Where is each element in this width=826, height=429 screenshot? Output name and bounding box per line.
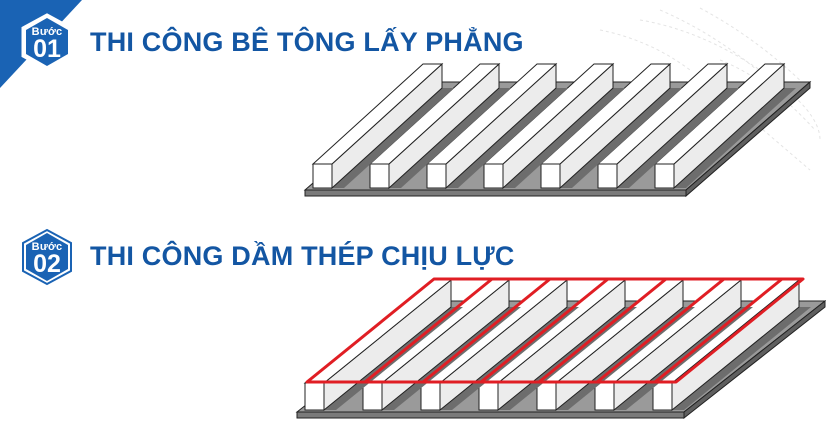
step2-badge-label: Bước xyxy=(31,241,63,253)
slab-side xyxy=(683,299,826,420)
hexagon-icon xyxy=(21,13,73,71)
steel-beam xyxy=(480,277,609,384)
beam-front xyxy=(654,163,675,189)
steel-beam xyxy=(596,277,725,384)
beam-front xyxy=(478,382,499,411)
beam-shadow xyxy=(672,307,811,410)
beam-front xyxy=(312,163,333,189)
steel-beam xyxy=(422,277,551,384)
step1-badge-number: 01 xyxy=(33,35,61,63)
beam-front xyxy=(420,382,441,411)
steel-beam xyxy=(364,277,493,384)
step2-badge-number: 02 xyxy=(33,250,61,278)
steel-frame-outline xyxy=(305,277,805,384)
step1-badge: Bước 01 xyxy=(20,13,74,71)
steel-beam xyxy=(538,277,667,384)
beam-shadow xyxy=(446,88,568,188)
beam-shadow xyxy=(674,88,796,188)
beam-front xyxy=(652,382,673,411)
step1-title: THI CÔNG BÊ TÔNG LẤY PHẲNG xyxy=(90,27,524,57)
beam-shadow xyxy=(503,88,625,188)
beam-shadow xyxy=(332,88,454,188)
beam-front xyxy=(540,163,561,189)
beam-front xyxy=(483,163,504,189)
beam-front xyxy=(369,163,390,189)
beam-front xyxy=(426,163,447,189)
beam-front xyxy=(597,163,618,189)
beam-shadow xyxy=(389,88,511,188)
steel-frame xyxy=(305,277,805,384)
slab-front xyxy=(296,411,685,419)
step1-badge-label: Bước xyxy=(31,26,63,38)
hexagon-icon xyxy=(22,228,72,286)
beam-shadow xyxy=(617,88,739,188)
beam-front xyxy=(304,382,325,411)
step2-badge: Bước 02 xyxy=(20,228,74,286)
step2-title: THI CÔNG DẦM THÉP CHỊU LỰC xyxy=(90,241,515,271)
beam-front xyxy=(594,382,615,411)
beam-front xyxy=(362,382,383,411)
beam-front xyxy=(536,382,557,411)
beam-shadow xyxy=(560,88,682,188)
slab-side xyxy=(685,80,811,198)
steel-beam xyxy=(654,277,783,384)
